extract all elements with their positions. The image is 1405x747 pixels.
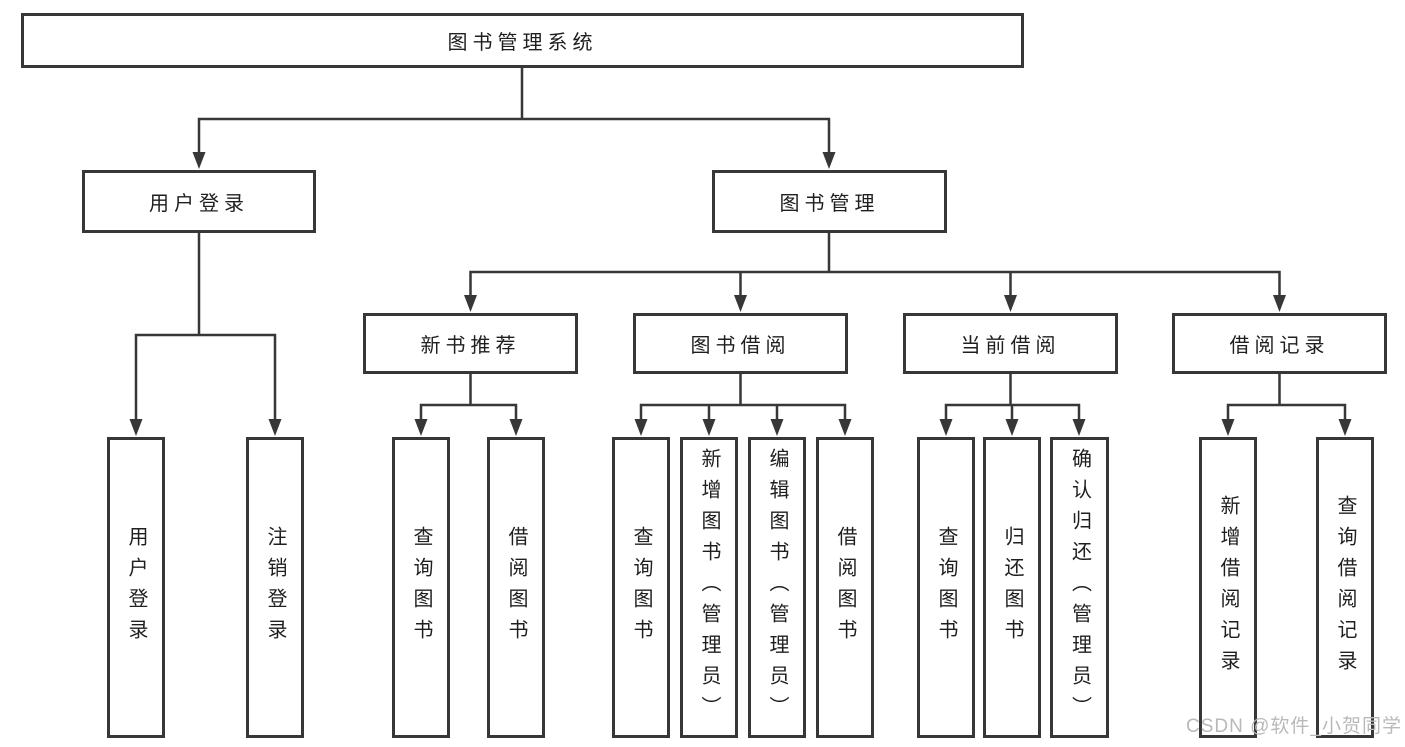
leaf-edit-book-admin: 编辑图书（管理员） [748, 437, 806, 738]
connector-book-borrow-to-leaves [639, 372, 847, 426]
leaf-label: 归还图书 [1001, 525, 1023, 650]
arrow-down-icon [838, 419, 852, 436]
arrow-down-icon [939, 419, 953, 436]
connector-book-management-to-level3 [469, 231, 1281, 302]
node-label: 借阅记录 [1229, 335, 1330, 357]
connector-root-to-level2 [197, 66, 831, 159]
node-book-management: 图书管理 [712, 170, 947, 233]
leaf-add-book-admin: 新增图书（管理员） [680, 437, 738, 738]
arrow-down-icon [770, 419, 784, 436]
leaf-label: 借阅图书 [834, 525, 856, 650]
leaf-label: 注销登录 [264, 525, 286, 650]
node-borrowing-records: 借阅记录 [1172, 313, 1387, 374]
leaf-query-books-recommend: 查询图书 [392, 437, 450, 738]
node-label: 图书管理 [779, 193, 880, 215]
leaf-borrow-books-recommend: 借阅图书 [487, 437, 545, 738]
connector-new-book-to-leaves [419, 372, 518, 426]
arrow-down-icon [268, 419, 282, 436]
leaf-query-books-borrowing: 查询图书 [612, 437, 670, 738]
connector-borrow-records-to-leaves [1226, 372, 1347, 426]
node-user-login: 用户登录 [82, 170, 316, 233]
leaf-label: 查询借阅记录 [1334, 494, 1356, 681]
node-current-borrowing: 当前借阅 [903, 313, 1118, 374]
arrow-down-icon [1005, 419, 1019, 436]
arrow-down-icon [1273, 295, 1286, 312]
leaf-label: 编辑图书（管理员） [766, 448, 788, 727]
node-library-management-system: 图书管理系统 [21, 13, 1024, 68]
node-label: 用户登录 [149, 193, 249, 215]
leaf-label: 查询图书 [410, 525, 432, 650]
arrow-down-icon [702, 419, 716, 436]
leaf-borrow-books-borrowing: 借阅图书 [816, 437, 874, 738]
connector-current-borrow-to-leaves [944, 372, 1081, 426]
arrow-down-icon [1072, 419, 1086, 436]
node-label: 新书推荐 [420, 335, 521, 357]
leaf-query-borrow-record: 查询借阅记录 [1316, 437, 1374, 738]
leaf-label: 用户登录 [125, 525, 147, 650]
arrow-down-icon [822, 152, 836, 169]
leaf-label: 新增借阅记录 [1217, 494, 1239, 681]
node-label: 图书管理系统 [447, 32, 598, 54]
arrow-down-icon [129, 419, 143, 436]
arrow-down-icon [1338, 419, 1352, 436]
leaf-label: 借阅图书 [505, 525, 527, 650]
leaf-return-book: 归还图书 [983, 437, 1041, 738]
leaf-user-login: 用户登录 [107, 437, 165, 738]
arrow-down-icon [509, 419, 523, 436]
arrow-down-icon [1004, 295, 1017, 312]
leaf-label: 新增图书（管理员） [698, 448, 720, 727]
node-label: 图书借阅 [690, 335, 791, 357]
leaf-label: 确认归还（管理员） [1068, 448, 1091, 727]
arrow-down-icon [634, 419, 648, 436]
connector-user-login-to-leaves [134, 231, 277, 426]
arrow-down-icon [1221, 419, 1235, 436]
leaf-label: 查询图书 [630, 525, 652, 650]
arrow-down-icon [734, 295, 747, 312]
arrow-down-icon [192, 152, 206, 169]
node-book-borrowing: 图书借阅 [633, 313, 848, 374]
node-label: 当前借阅 [960, 335, 1061, 357]
arrow-down-icon [464, 295, 477, 312]
leaf-confirm-return-admin: 确认归还（管理员） [1050, 437, 1109, 738]
leaf-add-borrow-record: 新增借阅记录 [1199, 437, 1257, 738]
arrow-down-icon [414, 419, 428, 436]
node-new-book-recommendation: 新书推荐 [363, 313, 578, 374]
leaf-label: 查询图书 [935, 525, 957, 650]
arrowheads [129, 152, 1352, 436]
leaf-query-books-current: 查询图书 [917, 437, 975, 738]
leaf-logout: 注销登录 [246, 437, 304, 738]
csdn-watermark: CSDN @软件_小贺同学 [1186, 716, 1402, 737]
